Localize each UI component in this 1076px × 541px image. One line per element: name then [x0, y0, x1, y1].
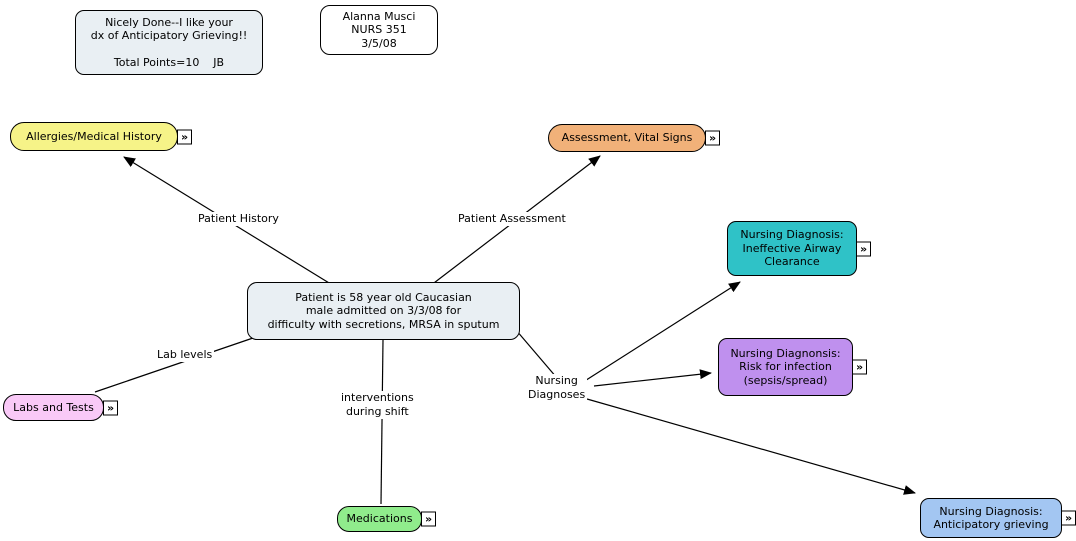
resource-link-icon[interactable]: » — [177, 129, 192, 144]
resource-link-icon[interactable]: » — [421, 511, 436, 527]
author-note[interactable]: Alanna Musci NURS 351 3/5/08 — [320, 5, 438, 55]
resource-link-icon[interactable]: » — [852, 359, 867, 375]
concept-label: Labs and Tests — [13, 400, 94, 414]
edge-diagnoses-to-infection — [593, 369, 712, 387]
grader-note[interactable]: Nicely Done--I like your dx of Anticipat… — [75, 10, 263, 75]
linking-phrase-patient-assessment[interactable]: Patient Assessment — [456, 212, 568, 226]
linking-phrase-interventions-during-shift[interactable]: interventions during shift — [339, 391, 416, 419]
concept-medications[interactable]: Medications » — [337, 506, 436, 532]
concept-label: Allergies/Medical History — [26, 129, 162, 143]
concept-diagnosis-anticipatory-grieving[interactable]: Nursing Diagnosis: Anticipatory grieving… — [920, 498, 1076, 538]
concept-diagnosis-risk-for-infection[interactable]: Nursing Diagnonsis: Risk for infection (… — [718, 338, 867, 396]
concept-diagnosis-ineffective-airway[interactable]: Nursing Diagnosis: Ineffective Airway Cl… — [727, 221, 871, 276]
resource-link-icon[interactable]: » — [1061, 510, 1076, 526]
concept-label: Assessment, Vital Signs — [561, 131, 693, 145]
grader-note-text: Nicely Done--I like your dx of Anticipat… — [90, 15, 248, 70]
linking-phrase-lab-levels[interactable]: Lab levels — [155, 348, 215, 362]
concept-patient-summary[interactable]: Patient is 58 year old Caucasian male ad… — [247, 282, 520, 340]
edge-patient-to-labs — [94, 337, 254, 393]
resource-link-icon[interactable]: » — [856, 241, 871, 256]
resource-link-icon[interactable]: » — [103, 400, 118, 415]
concept-assessment-vital-signs[interactable]: Assessment, Vital Signs » — [548, 124, 720, 152]
edge-diagnoses-to-airway — [579, 281, 741, 385]
linking-phrase-nursing-diagnoses[interactable]: Nursing Diagnoses — [526, 374, 588, 402]
linking-phrase-patient-history[interactable]: Patient History — [196, 212, 281, 226]
concept-label: Patient is 58 year old Caucasian male ad… — [267, 290, 500, 331]
concept-allergies-medical-history[interactable]: Allergies/Medical History » — [10, 122, 192, 151]
concept-label: Nursing Diagnosis: Anticipatory grieving — [933, 504, 1049, 532]
edge-patient-to-medications — [380, 339, 384, 505]
resource-link-icon[interactable]: » — [705, 130, 720, 146]
edge-diagnoses-to-grieving — [586, 398, 916, 495]
edge-patient-to-nursing-diagnoses — [515, 329, 558, 379]
concept-label: Nursing Diagnosis: Ineffective Airway Cl… — [740, 228, 844, 269]
author-note-text: Alanna Musci NURS 351 3/5/08 — [342, 9, 416, 50]
concept-label: Nursing Diagnonsis: Risk for infection (… — [730, 346, 841, 387]
concept-label: Medications — [346, 512, 413, 526]
concept-labs-and-tests[interactable]: Labs and Tests » — [3, 394, 118, 421]
